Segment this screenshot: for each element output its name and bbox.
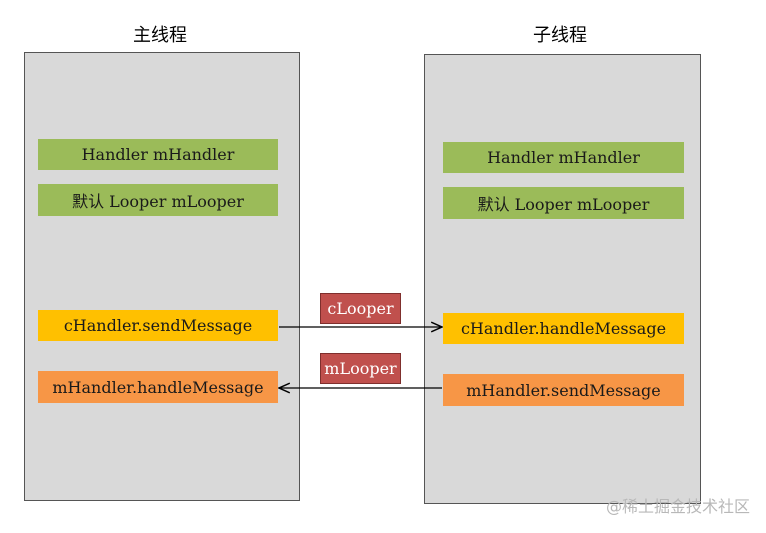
main-handler-box: Handler mHandler <box>38 139 278 170</box>
child-thread-title: 子线程 <box>533 25 587 46</box>
child-looper-box: 默认 Looper mLooper <box>443 187 684 219</box>
watermark: @稀土掘金技术社区 <box>605 497 750 516</box>
child-send-message-box: mHandler.sendMessage <box>443 374 684 406</box>
main-looper-box: 默认 Looper mLooper <box>38 184 278 216</box>
child-thread-panel <box>424 54 701 504</box>
main-send-message-box: cHandler.sendMessage <box>38 310 278 341</box>
child-handler-box: Handler mHandler <box>443 142 684 173</box>
main-handle-message-box: mHandler.handleMessage <box>38 371 278 403</box>
child-handle-message-box: cHandler.handleMessage <box>443 313 684 344</box>
main-thread-panel <box>24 52 300 501</box>
main-thread-title: 主线程 <box>133 25 187 46</box>
clooper-tag: cLooper <box>320 293 401 324</box>
mlooper-tag: mLooper <box>320 353 401 384</box>
